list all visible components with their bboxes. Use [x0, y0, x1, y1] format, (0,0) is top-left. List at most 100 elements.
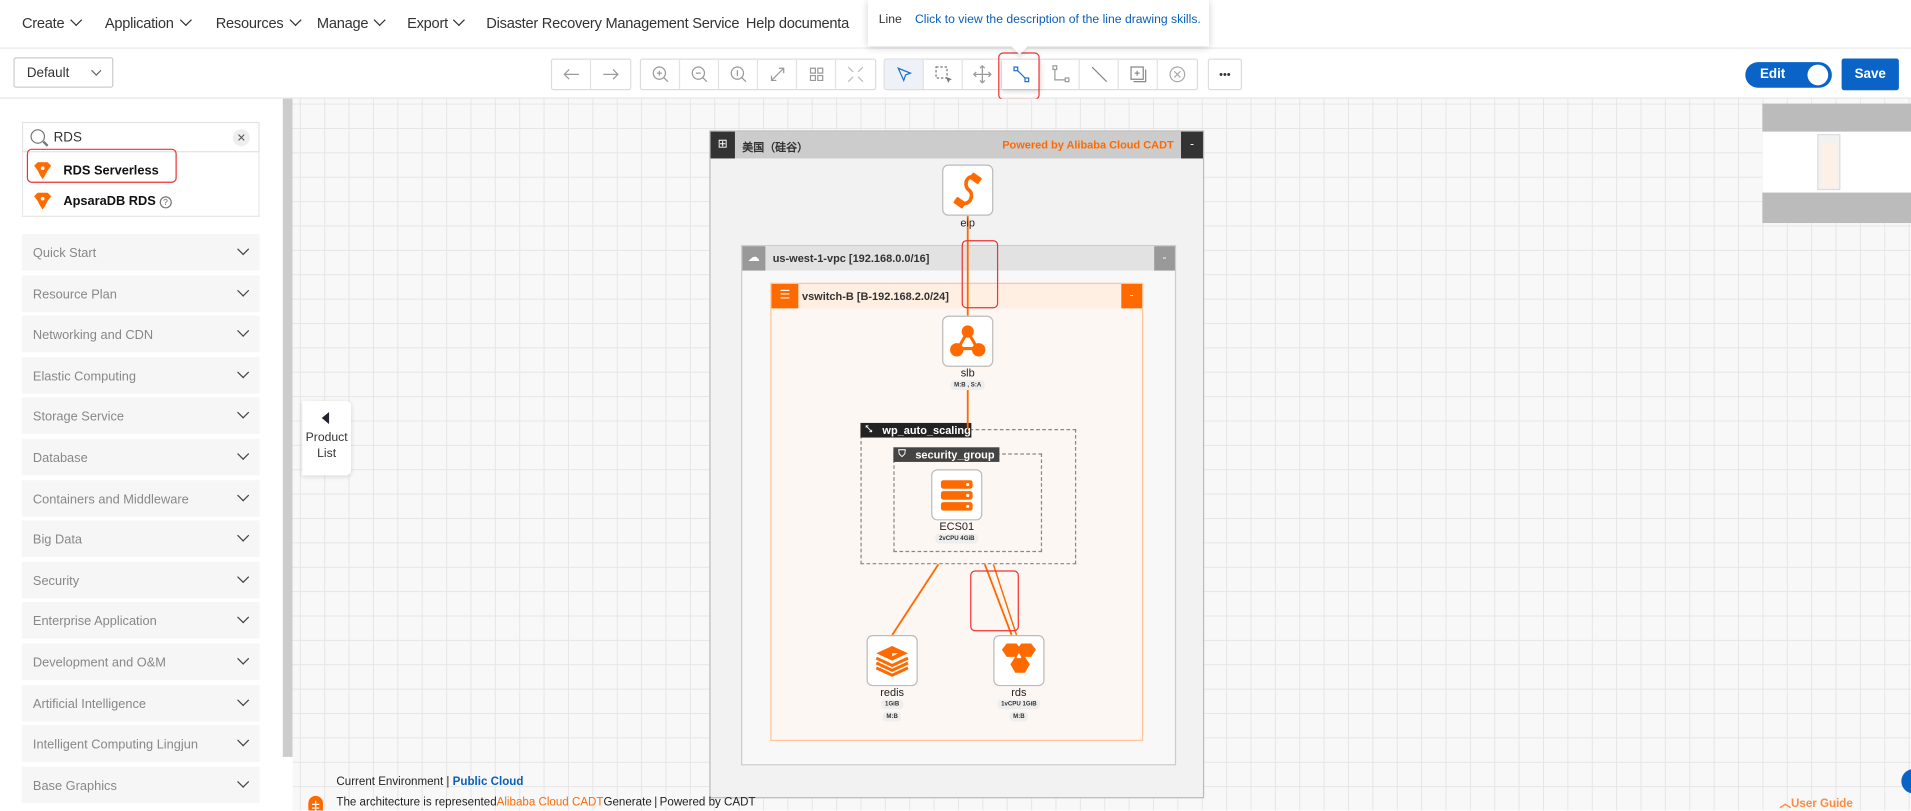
view-select[interactable]: Default — [13, 57, 114, 88]
cadt-link[interactable]: Alibaba Cloud CADT — [496, 795, 604, 810]
tooltip-link[interactable]: Click to view the description of the lin… — [914, 13, 1201, 27]
env-label: Current Environment | — [336, 775, 453, 789]
nav-disaster-recovery[interactable]: Disaster Recovery Management Service — [486, 14, 740, 32]
collapse-button[interactable]: - — [1121, 283, 1143, 309]
chevron-down-icon — [237, 693, 250, 706]
user-guide-link[interactable]: ︿User Guide — [1779, 793, 1852, 810]
category-enterprise-application[interactable]: Enterprise Application — [21, 602, 260, 640]
history-group — [550, 58, 632, 91]
nav-resources[interactable]: Resources — [216, 14, 302, 32]
minimap[interactable] — [1762, 103, 1911, 224]
category-label: Resource Plan — [32, 287, 117, 302]
grid-icon — [809, 67, 823, 82]
line-tool-button[interactable] — [1002, 59, 1041, 89]
chevron-down-icon — [237, 570, 250, 583]
nav-export[interactable]: Export — [407, 14, 466, 32]
category-database[interactable]: Database — [21, 438, 260, 476]
zoom-in-button[interactable] — [641, 59, 681, 89]
toolbar: Default ••• Edit Save — [0, 48, 1911, 99]
fit-icon — [770, 67, 784, 82]
move-icon — [972, 64, 992, 84]
fullscreen-button[interactable] — [836, 60, 875, 89]
category-development-and-o-m[interactable]: Development and O&M — [21, 643, 260, 681]
category-base-graphics[interactable]: Base Graphics — [21, 766, 260, 803]
orthogonal-line-button[interactable] — [1041, 59, 1080, 89]
minimap-vswitch — [1822, 142, 1838, 187]
more-button[interactable]: ••• — [1219, 68, 1231, 81]
credit-text: The architecture is represented — [336, 795, 497, 810]
node-tag: M:B — [882, 711, 902, 722]
region-icon: ⊞ — [710, 131, 735, 159]
highlight-edge-rds — [970, 570, 1019, 632]
node-rds[interactable] — [993, 634, 1045, 687]
node-label: ECS01 — [939, 520, 975, 533]
add-frame-button[interactable] — [1119, 59, 1158, 89]
category-big-data[interactable]: Big Data — [21, 520, 260, 558]
category-label: Containers and Middleware — [32, 491, 189, 507]
zoom-out-button[interactable] — [680, 59, 720, 89]
result-apsaradb-rds[interactable]: ApsaraDB RDS ? — [33, 192, 172, 210]
arrow-left-icon — [562, 69, 579, 80]
save-button[interactable]: Save — [1841, 58, 1899, 91]
chevron-down-icon — [237, 447, 250, 461]
category-elastic-computing[interactable]: Elastic Computing — [21, 356, 260, 394]
nav-create[interactable]: Create — [21, 14, 82, 32]
nav-label: Application — [104, 14, 174, 32]
help-chat-button[interactable] — [1901, 769, 1911, 794]
category-security[interactable]: Security — [21, 561, 260, 599]
zoom-reset-button[interactable] — [719, 59, 759, 89]
nav-help[interactable]: Help documenta — [745, 14, 850, 32]
security-group-label: ⛉security_group — [893, 447, 1000, 462]
delete-button[interactable] — [1158, 60, 1197, 89]
more-group: ••• — [1207, 58, 1242, 91]
node-redis[interactable] — [866, 634, 918, 687]
chevron-down-icon — [69, 14, 82, 27]
chevron-down-icon — [237, 529, 250, 542]
category-intelligent-computing-lingjun[interactable]: Intelligent Computing Lingjun — [21, 725, 260, 762]
node-slb[interactable] — [942, 315, 994, 367]
grid-button[interactable] — [797, 59, 837, 89]
select-icon — [896, 67, 912, 83]
category-label: Database — [32, 450, 88, 466]
highlight-result — [26, 148, 177, 183]
sidebar-scrollbar[interactable] — [282, 98, 293, 757]
highlight-edge-eip — [961, 240, 999, 309]
redo-button[interactable] — [591, 60, 630, 89]
node-tag: M:B — [1009, 711, 1029, 722]
nav-label: Create — [21, 14, 65, 32]
category-containers-and-middleware[interactable]: Containers and Middleware — [21, 479, 260, 517]
slb-icon — [950, 325, 986, 357]
collapse-button[interactable]: - — [1181, 131, 1203, 159]
fullscreen-icon — [847, 66, 864, 83]
straight-line-button[interactable] — [1080, 59, 1119, 89]
minimap-diagram — [1817, 134, 1841, 191]
move-button[interactable] — [963, 59, 1002, 89]
chevron-down-icon — [237, 243, 250, 256]
category-storage-service[interactable]: Storage Service — [21, 397, 260, 435]
category-label: Intelligent Computing Lingjun — [32, 737, 198, 753]
edit-toggle[interactable]: Edit — [1745, 62, 1832, 88]
search-input[interactable]: RDS✕ — [21, 121, 260, 153]
category-networking-and-cdn[interactable]: Networking and CDN — [21, 315, 260, 353]
node-ecs[interactable] — [931, 469, 983, 521]
box-select-button[interactable] — [924, 59, 963, 89]
select-tool-button[interactable] — [884, 59, 924, 89]
vswitch-label: vswitch-B [B-192.168.2.0/24] — [801, 290, 949, 303]
nav-application[interactable]: Application — [104, 14, 192, 32]
category-quick-start[interactable]: Quick Start — [21, 234, 260, 271]
nav-manage[interactable]: Manage — [316, 14, 386, 32]
result-rds-serverless[interactable]: RDS Serverless — [33, 162, 159, 180]
zoom-in-icon — [652, 66, 668, 83]
category-artificial-intelligence[interactable]: Artificial Intelligence — [21, 684, 260, 722]
toggle-knob — [1807, 64, 1829, 86]
nav-label: Manage — [316, 14, 369, 32]
category-resource-plan[interactable]: Resource Plan — [21, 274, 260, 312]
collapse-button[interactable]: - — [1154, 246, 1175, 271]
fit-button[interactable] — [758, 59, 798, 89]
help-icon[interactable]: ? — [159, 196, 172, 209]
node-eip[interactable] — [942, 164, 994, 216]
undo-button[interactable] — [552, 59, 592, 89]
category-label: Storage Service — [32, 409, 124, 425]
clear-icon[interactable]: ✕ — [232, 129, 250, 147]
